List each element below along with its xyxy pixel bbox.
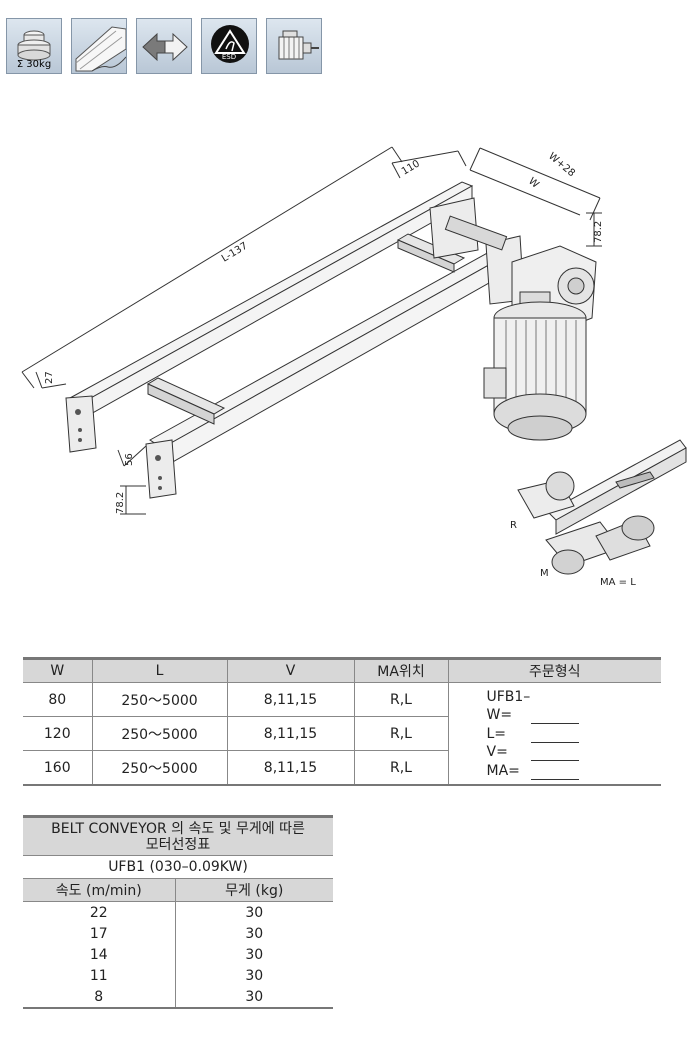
cell-l: 250～5000: [91, 716, 227, 751]
dimension-l: [21, 146, 403, 389]
weight-icon: Σ 30kg: [6, 18, 62, 74]
dim-782-left-label: 78.2: [115, 492, 126, 514]
belt-icon: [71, 18, 127, 74]
table-row: 14 30: [23, 944, 333, 965]
motor-title-line2: 모터선정표: [145, 837, 211, 853]
detail-m-label: M: [540, 568, 549, 579]
order-field-label: W=: [486, 707, 513, 723]
order-field-blank: [530, 746, 579, 761]
cell-speed: 14: [89, 946, 108, 963]
table-row: 17 30: [23, 923, 333, 944]
table-row: 120 250～5000 8,11,15 R,L: [23, 716, 661, 751]
cell-ma: R,L: [353, 750, 448, 786]
cell-l: 250～5000: [91, 750, 227, 786]
cell-weight: 30: [174, 923, 333, 944]
order-field-blank: [530, 728, 579, 743]
motor-title-line1: BELT CONVEYOR 의 속도 및 무게에 따른: [51, 821, 305, 837]
detail-view: [517, 439, 687, 575]
cell-ma: R,L: [353, 716, 448, 751]
detail-ma-label: MA = L: [600, 577, 636, 588]
cell-w: 160: [23, 750, 92, 786]
table-row: 8 30: [23, 986, 333, 1009]
cell-weight: 30: [174, 944, 333, 965]
cell-weight: 30: [174, 901, 333, 923]
dim-27-label: 27: [44, 371, 55, 384]
cell-speed: 22: [89, 904, 108, 921]
motor-table-title: BELT CONVEYOR 의 속도 및 무게에 따른 모터선정표: [23, 815, 333, 856]
cell-ma: R,L: [353, 682, 448, 717]
table-row: 11 30: [23, 965, 333, 986]
spec-header-l: L: [91, 657, 227, 683]
order-format-cell: UFB1– W= L= V= MA=: [447, 682, 661, 786]
order-field-label: MA=: [486, 762, 520, 779]
spec-table: W L V MA위치 주문형식 80 250～5000 8,11,15 R,L …: [23, 657, 661, 786]
motor-selection-table: BELT CONVEYOR 의 속도 및 무게에 따른 모터선정표 UFB1 (…: [23, 815, 333, 1009]
order-code: UFB1–: [486, 688, 531, 705]
esd-caption: ESD: [221, 53, 237, 61]
table-row: 22 30: [23, 901, 333, 923]
cell-speed: 8: [23, 986, 175, 1009]
cell-v: 8,11,15: [226, 750, 354, 786]
motor-header-weight: 무게 (kg): [174, 878, 333, 902]
dim-wp28-label: W+28: [546, 151, 577, 179]
cell-v: 8,11,15: [226, 716, 354, 751]
motor-model: UFB1 (030–0.09KW): [23, 855, 333, 879]
conveyor-drawing: L-137 110 W+28 W 78.2: [21, 146, 687, 588]
weight-caption: Σ 30kg: [16, 59, 52, 70]
table-row: 80 250～5000 8,11,15 R,L UFB1– W= L= V= M…: [23, 682, 661, 786]
order-field-blank: [530, 709, 579, 724]
dim-56-label: 56: [124, 453, 135, 466]
conveyor-frame: [65, 181, 525, 499]
cell-weight: 30: [174, 986, 333, 1009]
dim-782-right-label: 78.2: [593, 221, 604, 243]
cell-w: 120: [23, 716, 92, 751]
spec-header-v: V: [226, 657, 354, 683]
feature-icon-strip: Σ 30kg ESD: [6, 18, 322, 76]
esd-icon: ESD: [201, 18, 257, 74]
order-field-label: V=: [486, 744, 508, 760]
spec-header-w: W: [23, 657, 92, 683]
dim-w-label: W: [526, 176, 541, 191]
cell-speed: 11: [89, 967, 108, 984]
spec-header-row: W L V MA위치 주문형식: [23, 657, 661, 683]
spec-header-order: 주문형식: [447, 657, 661, 683]
cell-v: 8,11,15: [226, 682, 354, 717]
cell-speed: 17: [89, 925, 108, 942]
cell-l: 250～5000: [91, 682, 227, 717]
cell-weight: 30: [174, 965, 333, 986]
motor-header-speed: 속도 (m/min): [23, 878, 175, 902]
motor-icon: [266, 18, 322, 74]
order-field-blank: [530, 765, 579, 780]
spec-header-ma: MA위치: [353, 657, 448, 683]
order-field-label: L=: [486, 725, 507, 742]
detail-r-label: R: [510, 520, 517, 531]
bidirectional-arrow-icon: [136, 18, 192, 74]
gear-motor: [483, 245, 597, 441]
cell-w: 80: [23, 682, 92, 717]
table-row: 160 250～5000 8,11,15 R,L: [23, 750, 661, 786]
dim-l-label: L-137: [220, 241, 250, 265]
